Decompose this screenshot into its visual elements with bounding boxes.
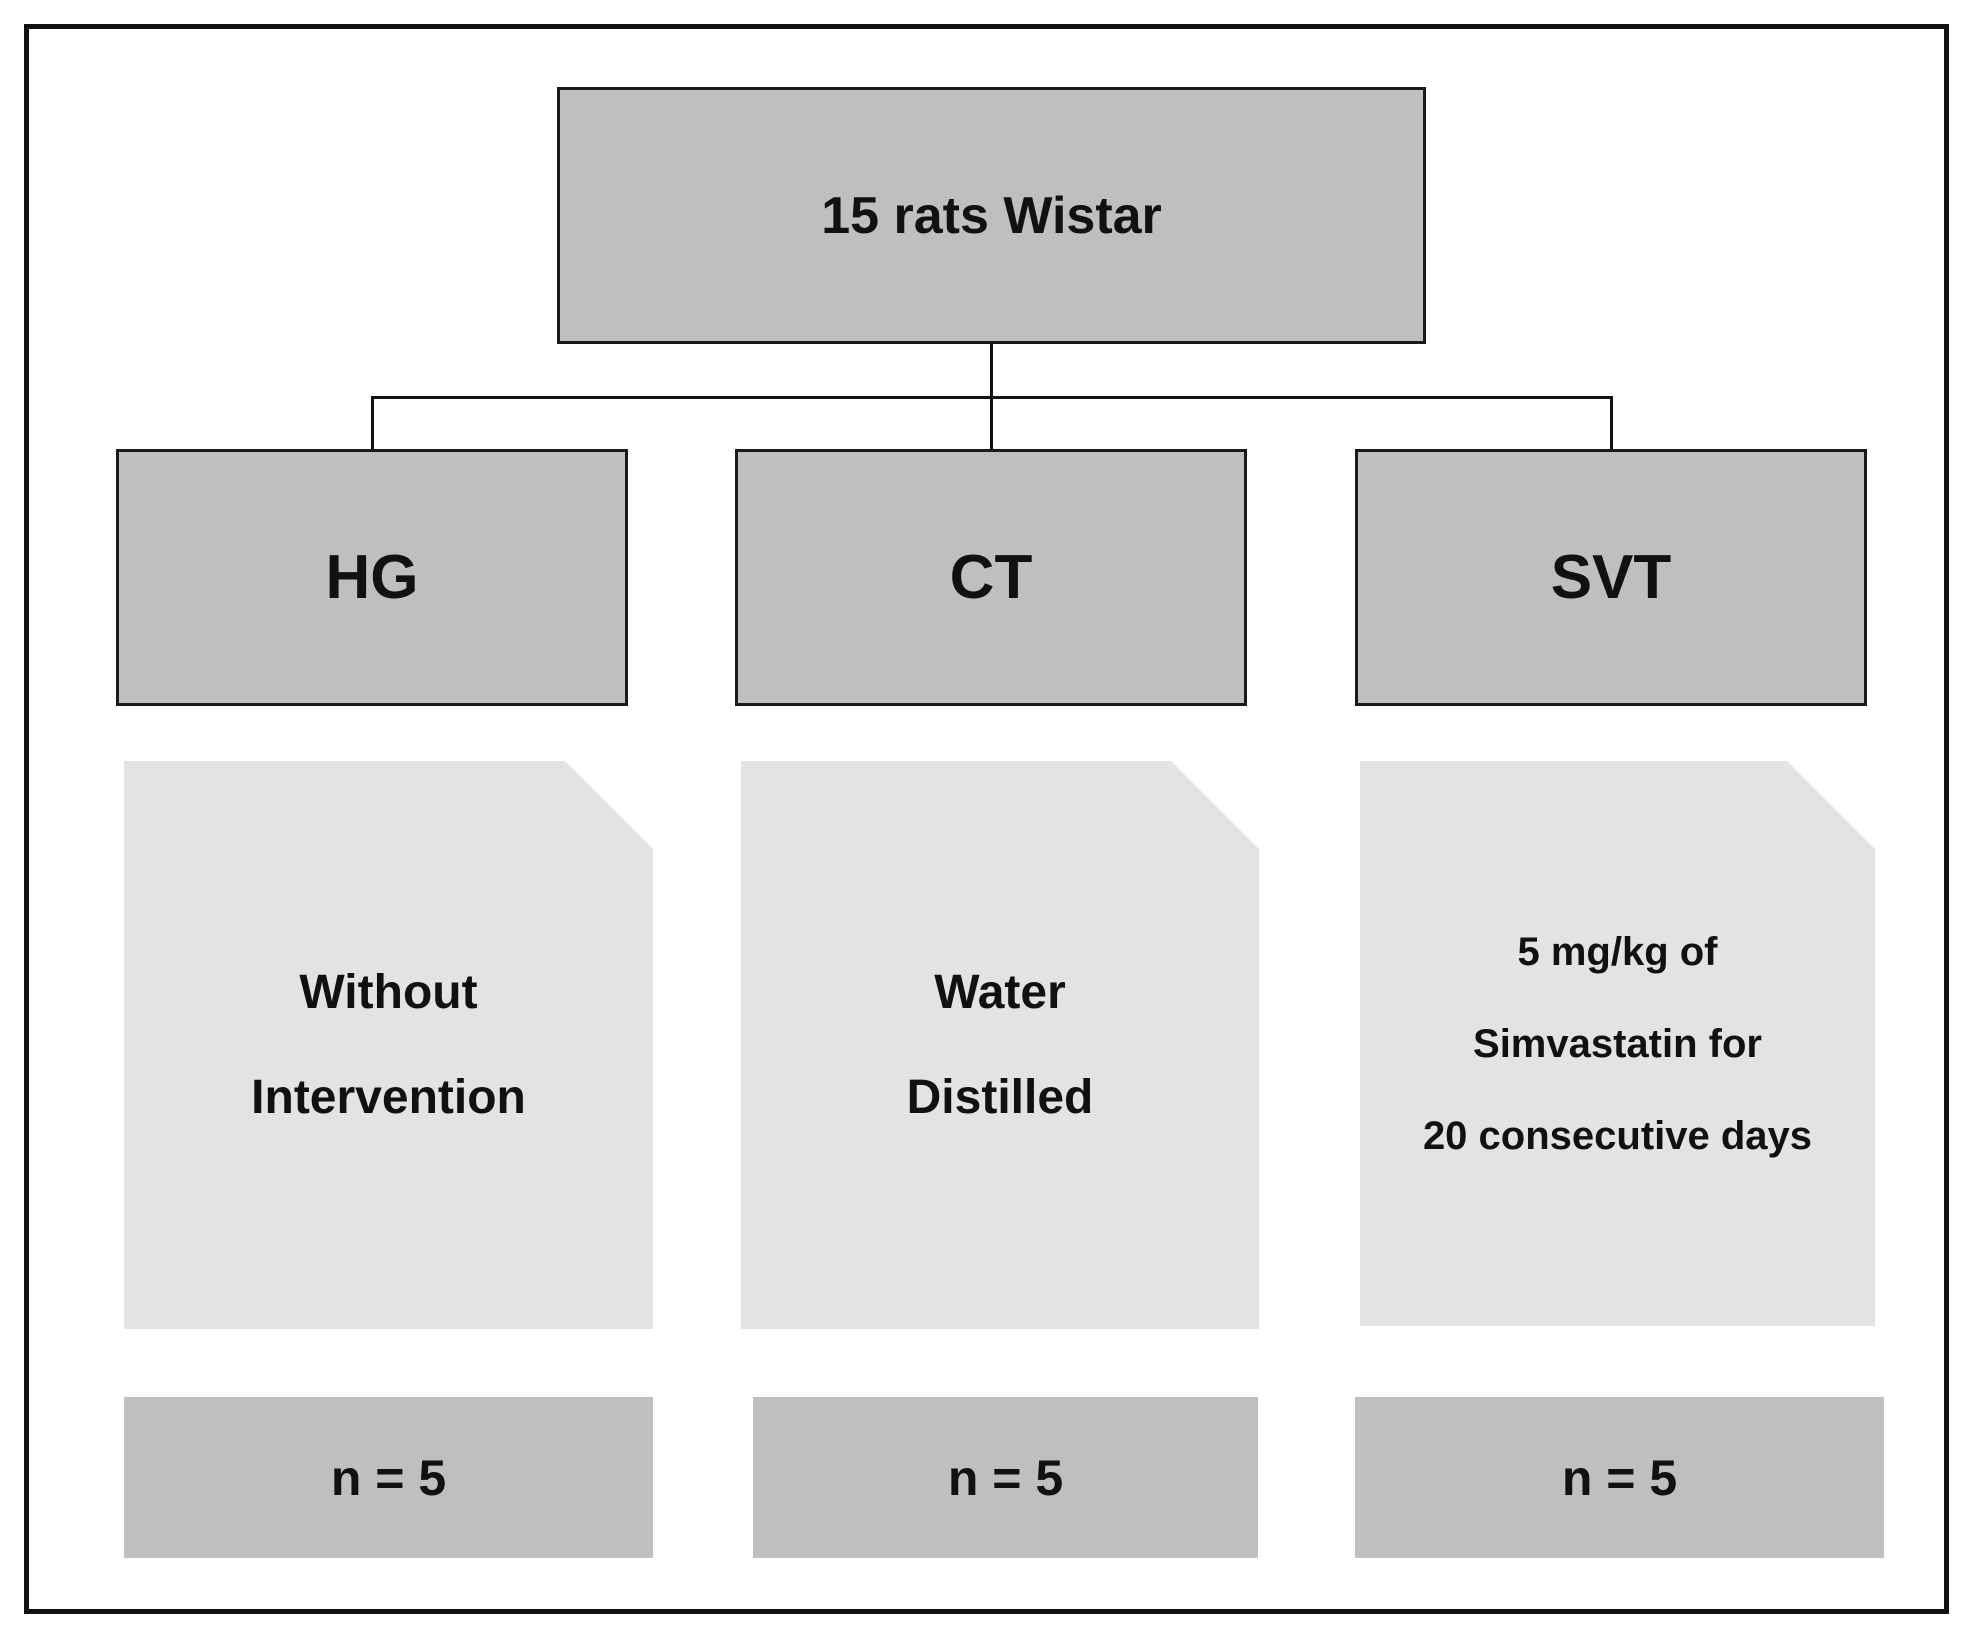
group-label-svt: SVT: [1550, 543, 1672, 612]
connector-root-down: [990, 344, 993, 399]
root-box: 15 rats Wistar: [557, 87, 1426, 344]
treatment-note-ct: Water Distilled: [741, 761, 1259, 1329]
root-label: 15 rats Wistar: [821, 186, 1162, 245]
count-label-ct: n = 5: [947, 1449, 1064, 1506]
treatment-note-hg: Without Intervention: [124, 761, 653, 1329]
group-label-ct: CT: [949, 543, 1033, 612]
group-label-hg: HG: [325, 543, 419, 612]
treatment-line: Distilled: [906, 1071, 1094, 1124]
group-box-hg: HG: [116, 449, 628, 706]
treatment-line: 20 consecutive days: [1422, 1113, 1813, 1158]
connector-svt: [1610, 396, 1613, 450]
treatment-line: Water: [934, 966, 1066, 1019]
connector-ct: [990, 396, 993, 450]
treatment-line: Simvastatin for: [1473, 1021, 1762, 1066]
count-box-hg: n = 5: [124, 1397, 653, 1558]
count-box-ct: n = 5: [753, 1397, 1258, 1558]
group-box-svt: SVT: [1355, 449, 1867, 706]
group-box-ct: CT: [735, 449, 1247, 706]
count-label-svt: n = 5: [1561, 1449, 1678, 1506]
treatment-note-svt: 5 mg/kg of Simvastatin for 20 consecutiv…: [1360, 761, 1875, 1326]
treatment-line: Intervention: [251, 1071, 526, 1124]
treatment-line: Without: [299, 966, 478, 1019]
treatment-line: 5 mg/kg of: [1517, 929, 1718, 974]
connector-hg: [371, 396, 374, 450]
count-box-svt: n = 5: [1355, 1397, 1884, 1558]
diagram-frame: [24, 24, 1949, 1614]
count-label-hg: n = 5: [330, 1449, 447, 1506]
